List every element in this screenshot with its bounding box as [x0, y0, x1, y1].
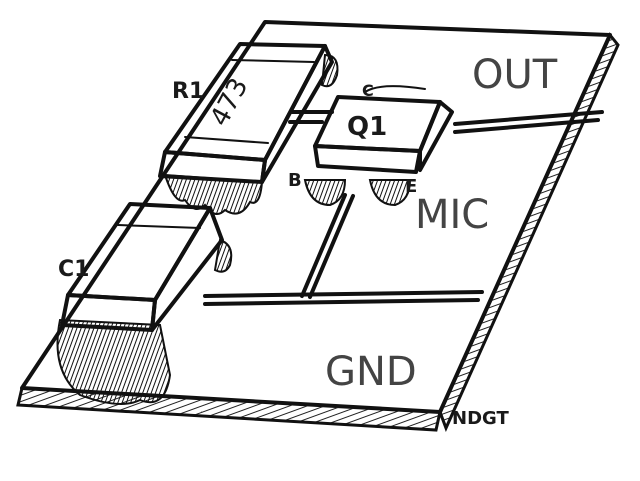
pad-label-out: OUT [472, 52, 558, 98]
solder-joint-emitter [368, 179, 412, 207]
transistor-ref-label: Q1 [347, 112, 387, 142]
solder-joint [163, 173, 264, 215]
pad-label-gnd: GND [325, 349, 417, 395]
solder-joint [213, 238, 233, 273]
resistor-ref-label: R1 [172, 79, 204, 104]
solder-joint [56, 318, 172, 405]
pin-label-collector: C [362, 81, 374, 100]
pin-label-emitter: E [405, 176, 417, 197]
capacitor-c1 [56, 202, 233, 405]
pad-label-mic: MIC [415, 192, 489, 238]
board-side [438, 32, 620, 432]
solder-joint-base [303, 179, 347, 207]
pin-label-base: B [288, 170, 302, 191]
artist-signature: NDGT [452, 408, 509, 429]
circuit-board [16, 20, 620, 432]
trace-gaps [203, 110, 604, 306]
capacitor-ref-label: C1 [58, 257, 89, 282]
transistor-q1: Q1 [303, 85, 454, 207]
